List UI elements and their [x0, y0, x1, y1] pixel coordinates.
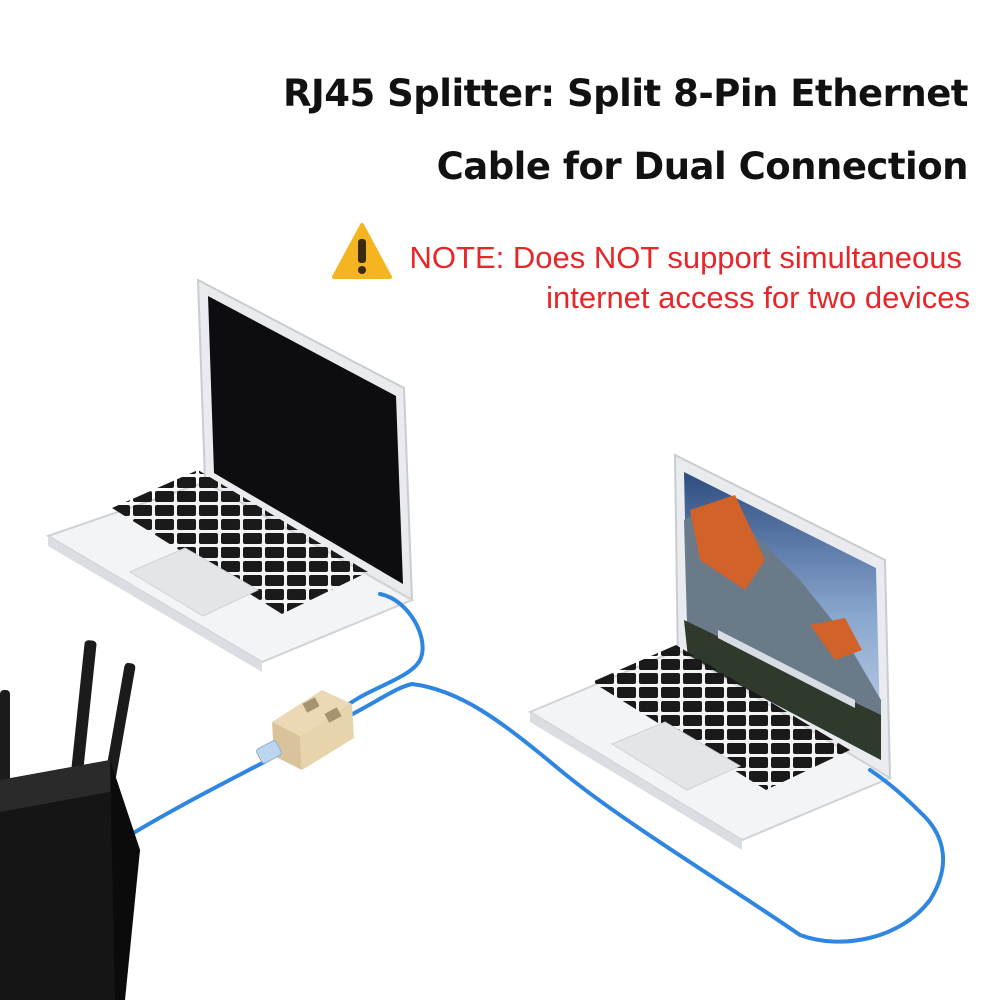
title-line-2: Cable for Dual Connection [436, 145, 969, 188]
right-laptop [527, 453, 893, 850]
left-laptop [45, 278, 415, 672]
warning-icon [332, 223, 392, 279]
router [0, 640, 140, 1000]
title-line-1: RJ45 Splitter: Split 8-Pin Ethernet [283, 72, 968, 115]
rj45-splitter [256, 690, 354, 770]
ethernet-cables [128, 592, 946, 944]
note-line-1: NOTE: Does NOT support simultaneous [409, 240, 962, 275]
note-line-2: internet access for two devices [546, 280, 970, 315]
